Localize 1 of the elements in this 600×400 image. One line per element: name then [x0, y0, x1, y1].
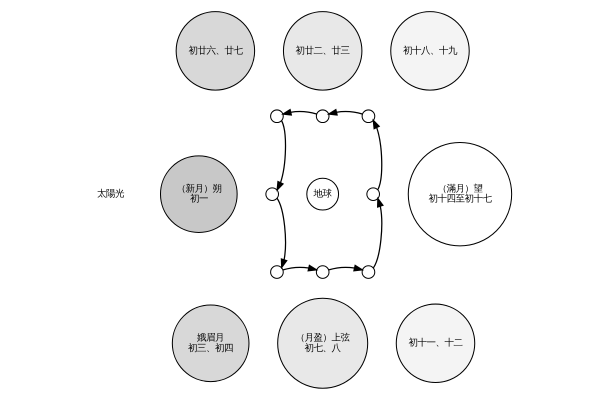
label: 太陽光: [96, 188, 124, 200]
